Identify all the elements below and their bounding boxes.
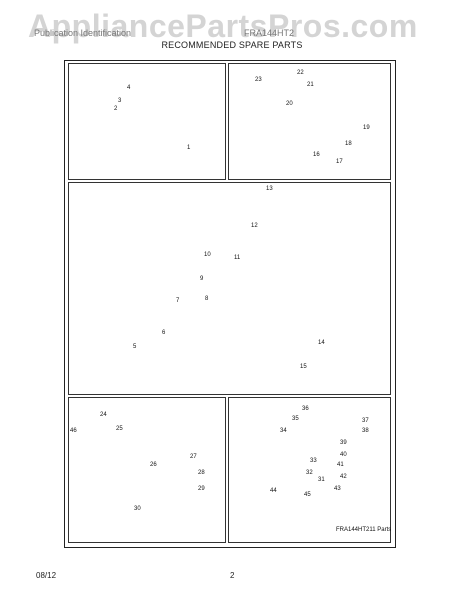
part-number-37: 37 bbox=[362, 418, 369, 424]
part-number-14: 14 bbox=[318, 340, 325, 346]
part-number-2: 2 bbox=[114, 106, 118, 112]
part-number-10: 10 bbox=[204, 252, 211, 258]
part-number-9: 9 bbox=[200, 276, 204, 282]
part-number-17: 17 bbox=[336, 159, 343, 165]
panel-electrical bbox=[228, 397, 391, 543]
page-title: RECOMMENDED SPARE PARTS bbox=[161, 40, 303, 50]
part-number-29: 29 bbox=[198, 486, 205, 492]
part-number-20: 20 bbox=[286, 101, 293, 107]
part-number-40: 40 bbox=[340, 452, 347, 458]
part-number-45: 45 bbox=[304, 492, 311, 498]
part-number-19: 19 bbox=[363, 125, 370, 131]
diagram-frame bbox=[64, 60, 396, 548]
part-number-13: 13 bbox=[266, 186, 273, 192]
part-number-23: 23 bbox=[255, 77, 262, 83]
part-number-15: 15 bbox=[300, 364, 307, 370]
part-number-30: 30 bbox=[134, 506, 141, 512]
part-number-21: 21 bbox=[307, 82, 314, 88]
part-number-27: 27 bbox=[190, 454, 197, 460]
part-number-28: 28 bbox=[198, 470, 205, 476]
panel-fan-assembly bbox=[68, 182, 391, 395]
part-number-38: 38 bbox=[362, 428, 369, 434]
part-number-4: 4 bbox=[127, 85, 131, 91]
part-number-1: 1 bbox=[187, 145, 191, 151]
part-number-12: 12 bbox=[251, 223, 258, 229]
part-number-43: 43 bbox=[334, 486, 341, 492]
part-number-34: 34 bbox=[280, 428, 287, 434]
part-number-41: 41 bbox=[337, 462, 344, 468]
publication-label: Publication Identification bbox=[34, 28, 132, 38]
part-number-11: 11 bbox=[234, 255, 241, 261]
part-number-18: 18 bbox=[345, 141, 352, 147]
part-number-5: 5 bbox=[133, 344, 137, 350]
watermark: AppliancePartsPros.com bbox=[28, 8, 418, 44]
panel-filter-frame bbox=[228, 63, 391, 180]
part-number-31: 31 bbox=[318, 477, 325, 483]
part-number-39: 39 bbox=[340, 440, 347, 446]
part-number-35: 35 bbox=[292, 416, 299, 422]
part-number-32: 32 bbox=[306, 470, 313, 476]
part-number-33: 33 bbox=[310, 458, 317, 464]
part-number-44: 44 bbox=[270, 488, 277, 494]
part-number-22: 22 bbox=[297, 70, 304, 76]
panel-caption: FRA144HT211 Parts bbox=[336, 527, 392, 533]
part-number-46: 46 bbox=[70, 428, 77, 434]
part-number-24: 24 bbox=[100, 412, 107, 418]
part-number-8: 8 bbox=[205, 296, 209, 302]
part-number-7: 7 bbox=[176, 298, 180, 304]
part-number-3: 3 bbox=[118, 98, 122, 104]
part-number-16: 16 bbox=[313, 152, 320, 158]
model-label: FRA144HT2 bbox=[244, 28, 295, 38]
part-number-6: 6 bbox=[162, 330, 166, 336]
panel-front-grille bbox=[68, 63, 226, 180]
footer-date: 08/12 bbox=[36, 571, 57, 580]
panel-refrigeration bbox=[68, 397, 226, 543]
page-number: 2 bbox=[230, 571, 235, 580]
part-number-25: 25 bbox=[116, 426, 123, 432]
part-number-36: 36 bbox=[302, 406, 309, 412]
part-number-42: 42 bbox=[340, 474, 347, 480]
part-number-26: 26 bbox=[150, 462, 157, 468]
